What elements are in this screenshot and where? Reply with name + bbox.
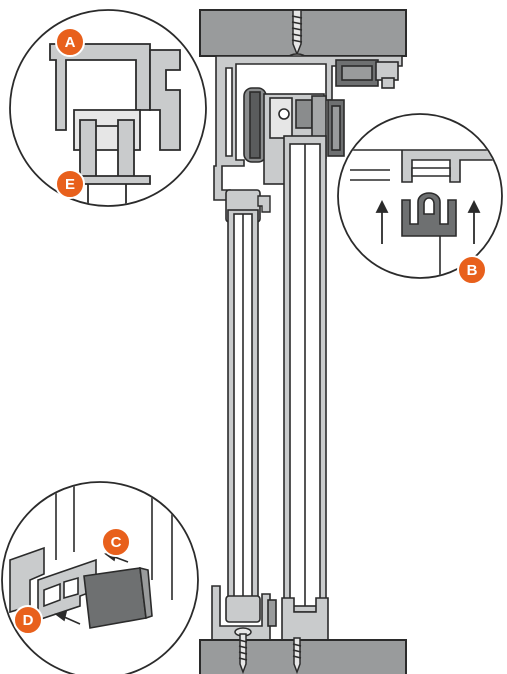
callout-d: D: [13, 605, 43, 635]
svg-text:B: B: [467, 262, 478, 279]
callout-b: B: [457, 255, 487, 285]
svg-text:A: A: [65, 34, 76, 51]
left-glass-panel: [225, 189, 261, 623]
track-end-bracket: [335, 59, 399, 89]
callout-c: C: [101, 527, 131, 557]
detail-circle-bottom-left: [1, 481, 199, 674]
ceiling-block: [199, 9, 407, 57]
detail-circle-top-left: [9, 9, 207, 207]
floor-screw-right-icon: [292, 637, 302, 674]
right-sliding-panel: [283, 135, 327, 613]
floor-screw-left-icon: [234, 627, 252, 674]
svg-text:E: E: [65, 176, 75, 193]
detail-circle-right: [337, 113, 503, 279]
callout-a: A: [55, 27, 85, 57]
glass-clip-top: [257, 195, 271, 213]
arrow-up-left-icon: [375, 199, 389, 244]
svg-text:C: C: [111, 534, 122, 551]
callout-e: E: [55, 169, 85, 199]
floor-block: [199, 639, 407, 674]
arrow-left-lower-icon: [54, 610, 81, 625]
svg-text:D: D: [23, 612, 34, 629]
arrow-up-right-icon: [467, 199, 481, 244]
